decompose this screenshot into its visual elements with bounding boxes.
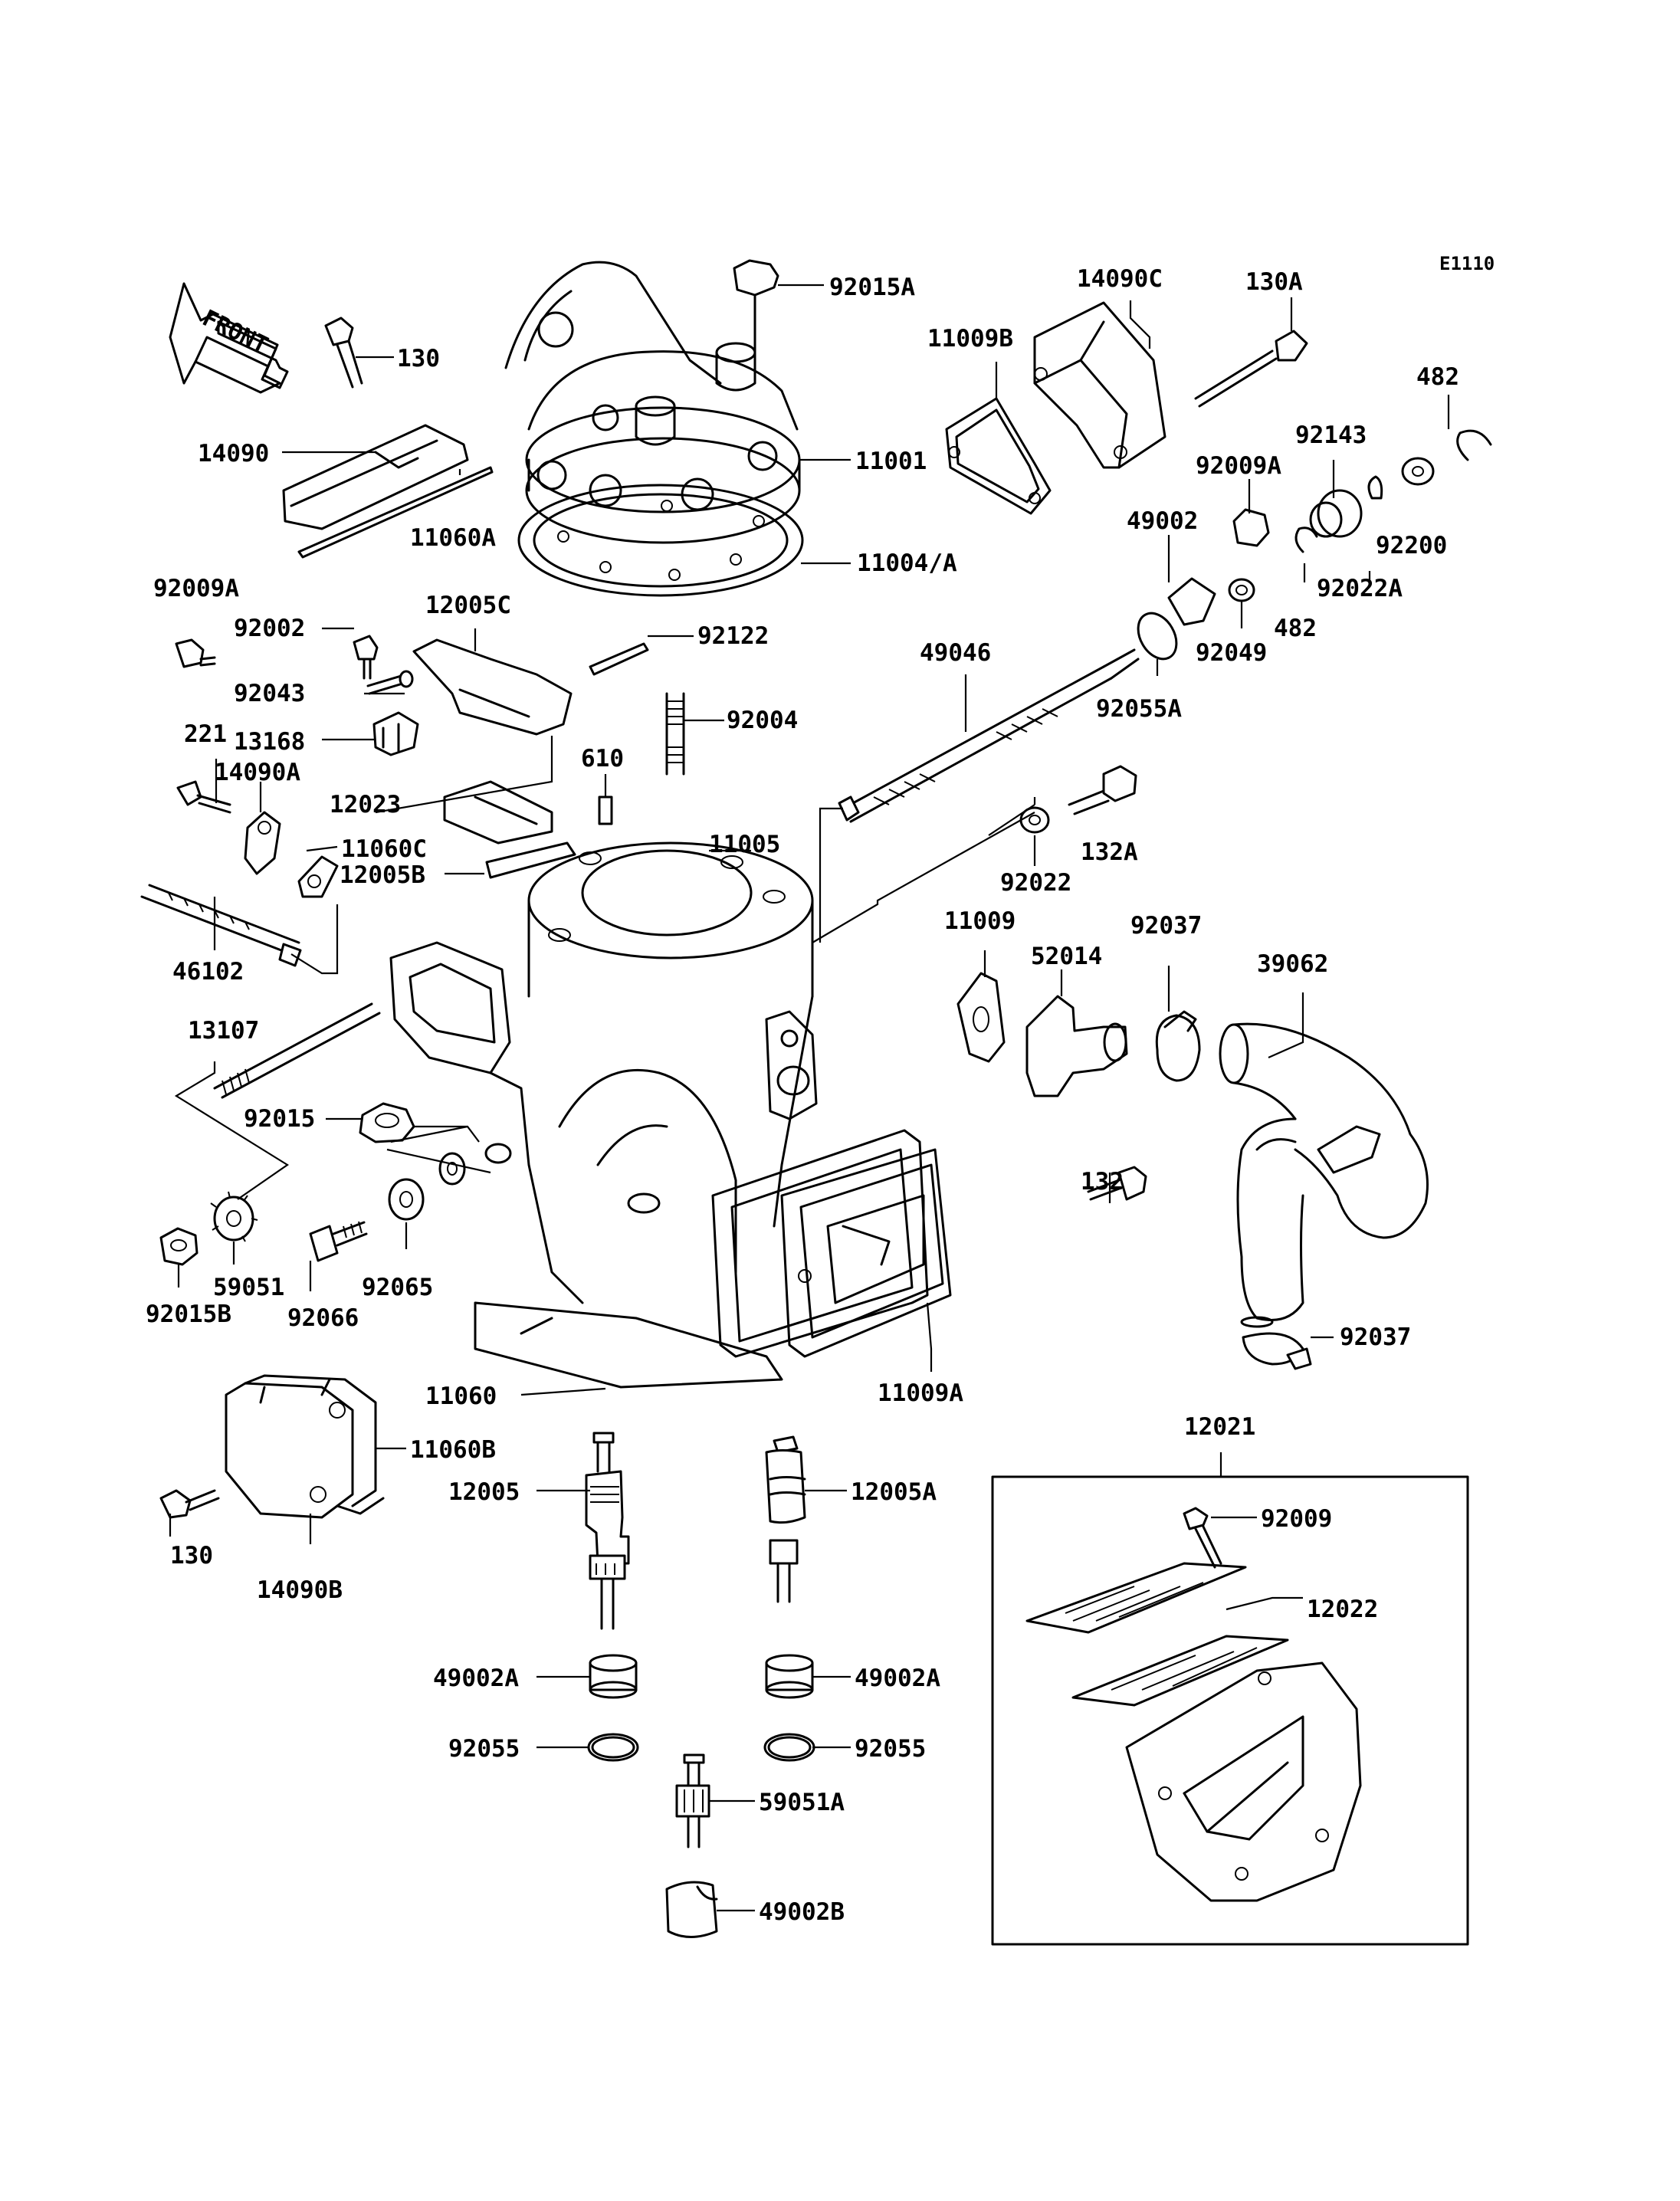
label-12005B: 12005B (340, 861, 425, 889)
label-11004A: 11004/A (857, 549, 957, 577)
exhaust-valve-12005A (765, 1435, 806, 1603)
label-92200: 92200 (1376, 532, 1447, 559)
label-92043: 92043 (234, 680, 305, 707)
label-12005: 12005 (448, 1478, 520, 1506)
label-14090: 14090 (198, 440, 269, 467)
label-13168: 13168 (234, 728, 305, 756)
label-39062: 39062 (1257, 950, 1328, 978)
part-labels: 92015A 14090C 130A 130 11009B 482 14090 … (146, 265, 1459, 1926)
label-92055-right: 92055 (855, 1735, 926, 1763)
label-12021: 12021 (1184, 1413, 1255, 1441)
exhaust-valve-cover-group (945, 301, 1308, 515)
governor-hardware (1137, 429, 1492, 661)
diagram-code: E1110 (1439, 253, 1495, 274)
label-482-top: 482 (1416, 363, 1459, 391)
label-130-bottom: 130 (170, 1542, 213, 1570)
front-arrow-icon: FRONT (169, 282, 289, 394)
label-46102: 46102 (172, 958, 244, 986)
label-49002B: 49002B (759, 1898, 845, 1926)
head-nut (733, 259, 779, 381)
gear-59051A (675, 1753, 710, 1848)
label-49002A-right: 49002A (855, 1665, 940, 1692)
label-49002A-left: 49002A (433, 1665, 519, 1692)
head-gasket (517, 484, 804, 597)
cylinder-body (389, 841, 818, 1389)
label-12022: 12022 (1307, 1596, 1378, 1623)
label-52014: 52014 (1031, 943, 1102, 970)
label-11060B: 11060B (410, 1436, 496, 1464)
valve-cover (282, 424, 494, 559)
label-92015B: 92015B (146, 1301, 231, 1328)
label-92015A: 92015A (829, 274, 915, 301)
label-11005: 11005 (709, 831, 780, 858)
label-132A: 132A (1081, 838, 1138, 866)
left-small-parts (175, 635, 419, 875)
label-12005A: 12005A (851, 1478, 937, 1506)
label-92122: 92122 (697, 622, 769, 650)
bushings-and-orings (587, 1654, 815, 1762)
studs-and-pins (589, 642, 685, 825)
bolt-130-top (324, 317, 363, 389)
reed-gaskets (711, 1129, 952, 1358)
leader-lines (169, 284, 1450, 1912)
label-11009B: 11009B (927, 325, 1013, 353)
label-11060: 11060 (425, 1383, 497, 1410)
label-92009A-right: 92009A (1196, 452, 1281, 480)
rack-46102 (140, 884, 302, 967)
cylinder-head (504, 261, 801, 544)
label-92002: 92002 (234, 615, 305, 642)
coolant-hose (1155, 1010, 1429, 1370)
label-92022: 92022 (1000, 869, 1071, 897)
label-13107: 13107 (188, 1017, 259, 1045)
label-11009A: 11009A (878, 1379, 963, 1407)
label-92015: 92015 (244, 1105, 315, 1133)
label-12005C: 12005C (425, 592, 511, 619)
label-14090C: 14090C (1077, 265, 1163, 293)
label-11009: 11009 (944, 907, 1016, 935)
label-12023: 12023 (330, 791, 401, 818)
label-92143: 92143 (1295, 422, 1367, 449)
label-92065: 92065 (362, 1274, 433, 1301)
label-92037-top: 92037 (1130, 912, 1202, 940)
label-92009: 92009 (1261, 1505, 1332, 1533)
label-92009A-left: 92009A (153, 575, 239, 602)
label-610: 610 (581, 745, 624, 772)
label-14090B: 14090B (257, 1576, 343, 1604)
label-59051: 59051 (213, 1274, 284, 1301)
label-92049: 92049 (1196, 639, 1267, 667)
reed-valve-assembly-box (991, 1475, 1469, 1946)
label-49002: 49002 (1127, 507, 1198, 535)
label-14090A: 14090A (215, 759, 300, 786)
bolt-132A (1019, 765, 1137, 834)
coolant-elbow (956, 972, 1147, 1201)
label-11060A: 11060A (410, 524, 496, 552)
label-59051A: 59051A (759, 1789, 845, 1816)
label-92022A: 92022A (1317, 575, 1403, 602)
label-92055A: 92055A (1096, 695, 1182, 723)
label-49046: 49046 (920, 639, 991, 667)
cap-49002B (665, 1881, 718, 1938)
label-92037-bottom: 92037 (1340, 1324, 1411, 1351)
label-130-top: 130 (397, 345, 440, 372)
label-92055-left: 92055 (448, 1735, 520, 1763)
exhaust-cover-bottom (159, 1374, 385, 1519)
label-130A: 130A (1245, 268, 1303, 296)
shaft-13107 (213, 1002, 381, 1099)
label-221: 221 (184, 720, 227, 748)
label-11060C: 11060C (341, 835, 427, 863)
label-92004: 92004 (727, 707, 798, 734)
label-11001: 11001 (855, 448, 927, 475)
label-92066: 92066 (287, 1304, 359, 1332)
lower-left-hardware (159, 1102, 466, 1266)
label-132: 132 (1081, 1168, 1124, 1196)
exhaust-valve-12005 (585, 1432, 630, 1630)
label-482-mid: 482 (1274, 615, 1317, 642)
exhaust-valve-parts (297, 638, 576, 898)
shaft-49046 (838, 648, 1140, 823)
